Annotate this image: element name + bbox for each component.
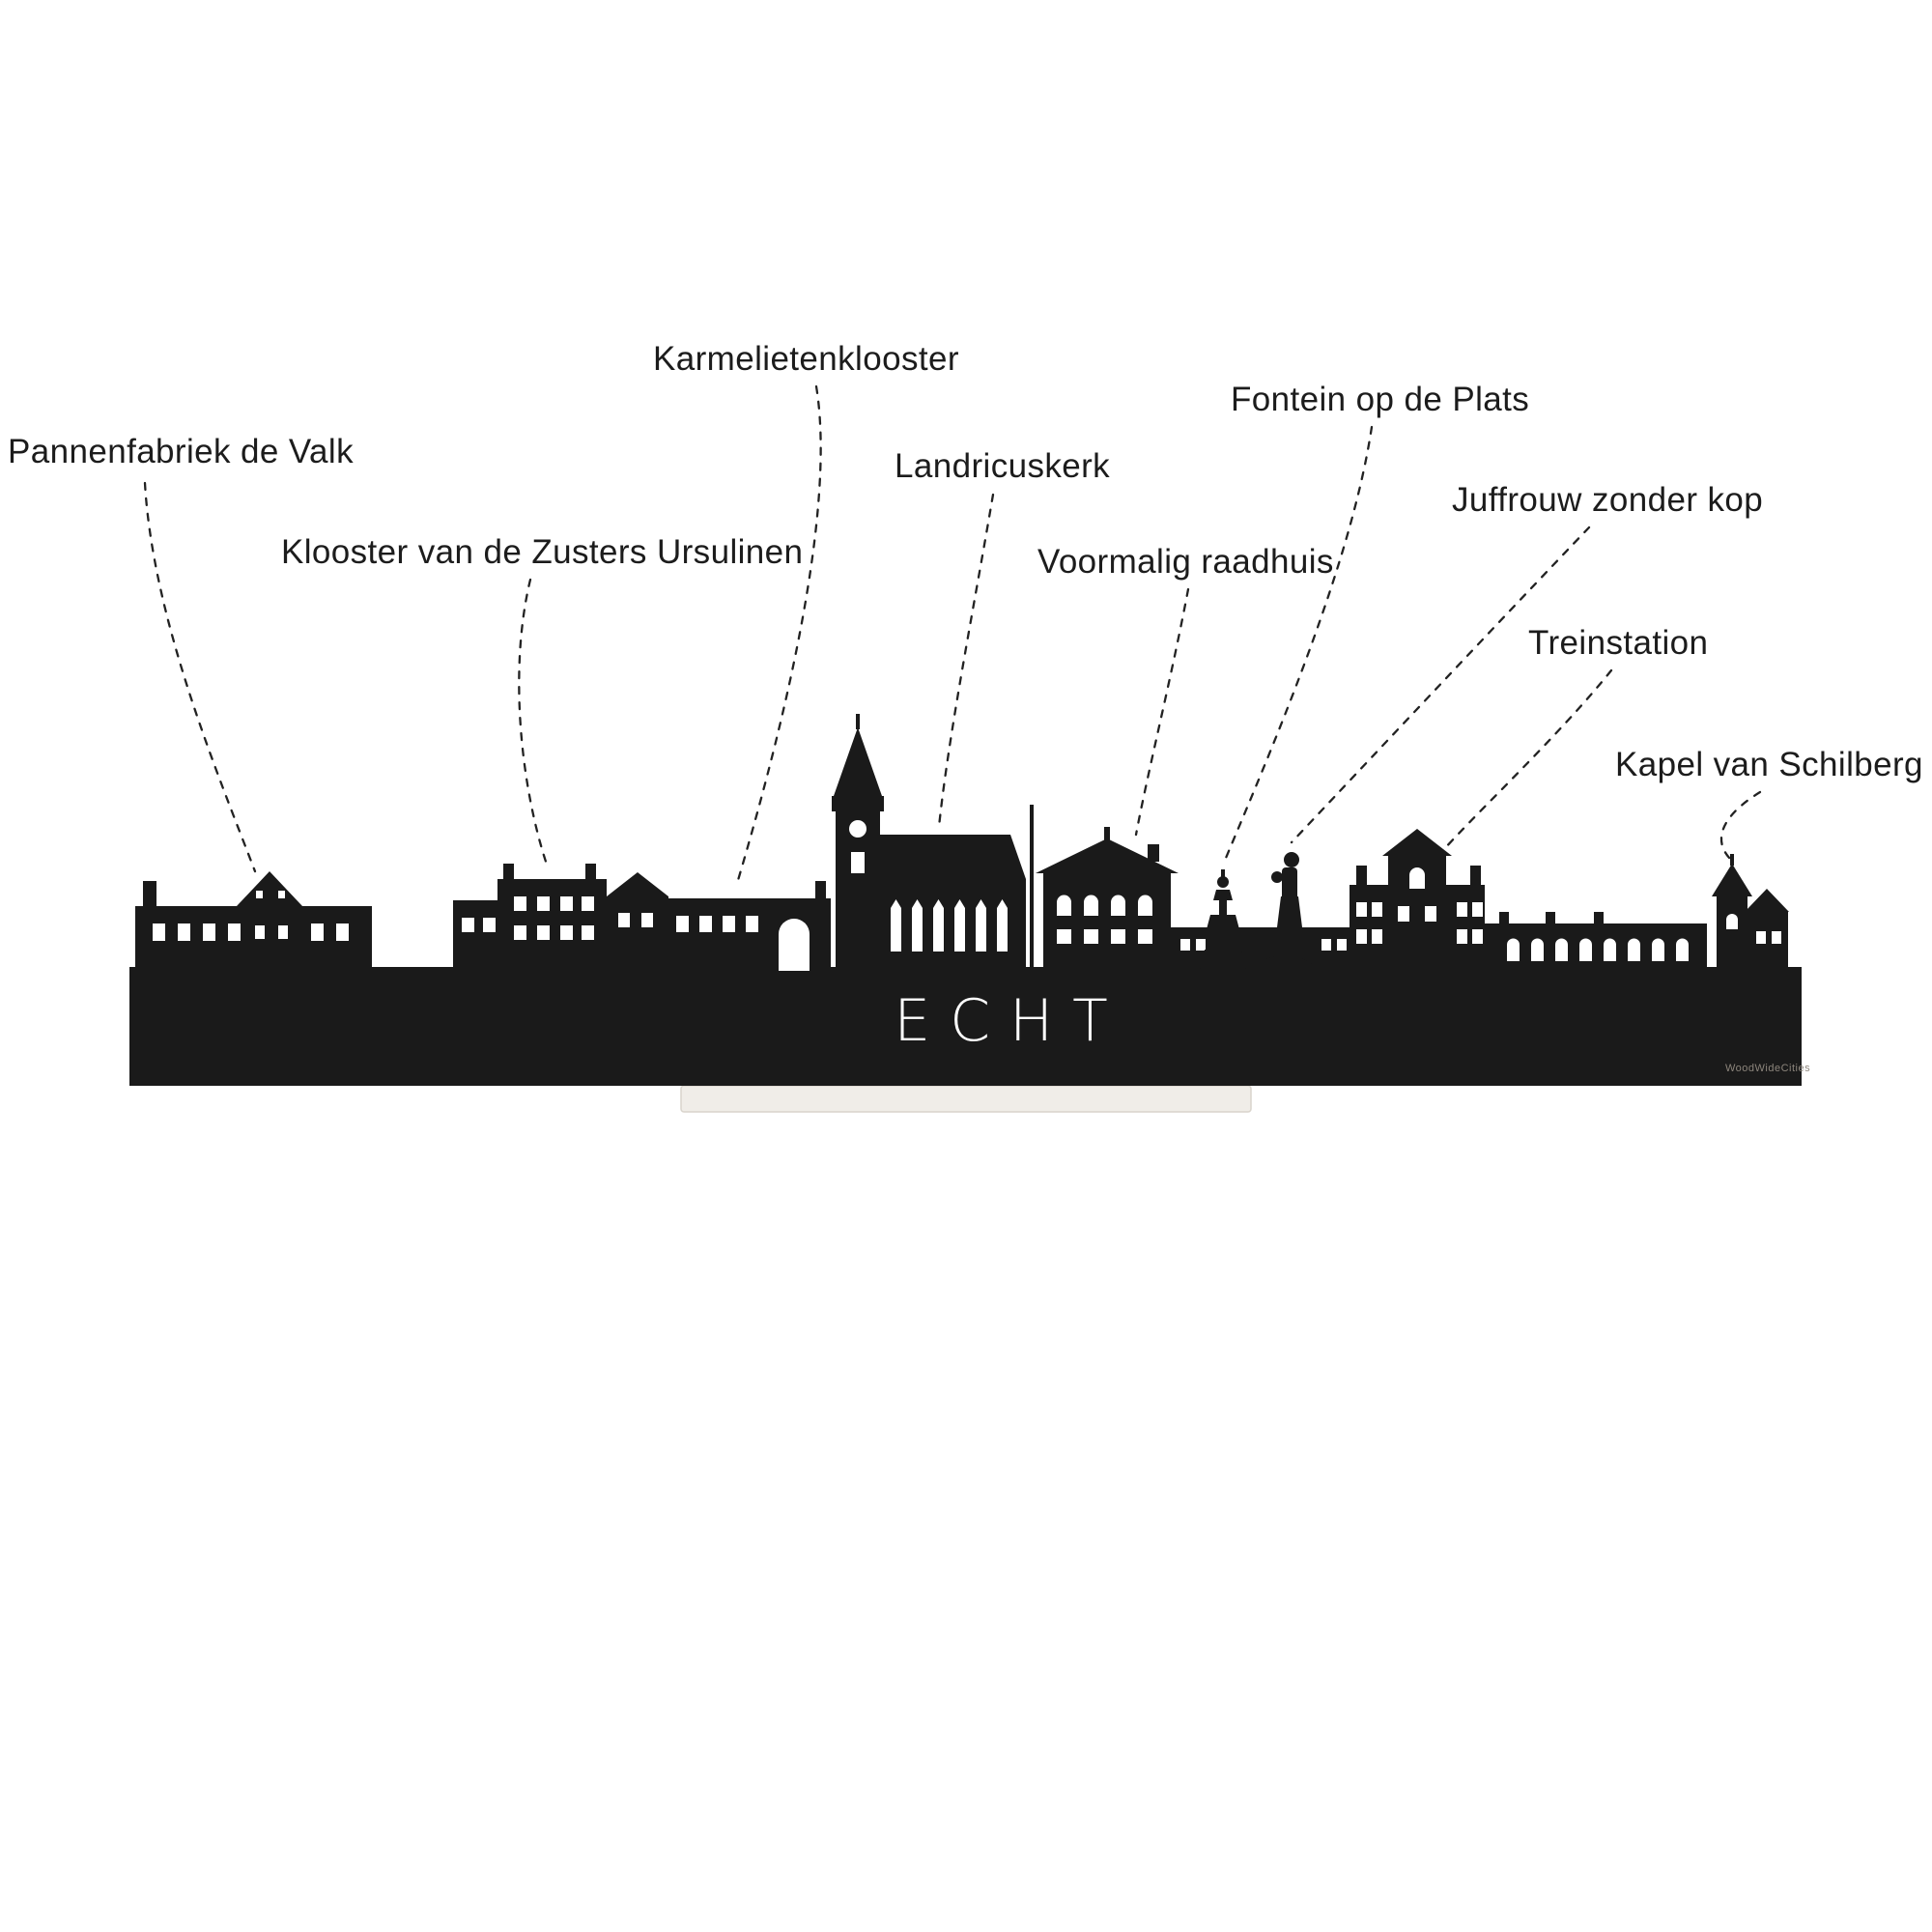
city-name: ECHT (894, 987, 1127, 1055)
building-klooster-ursulinen (453, 864, 607, 971)
leader-line-treinstation (1443, 668, 1613, 850)
leader-line-kapel (1719, 790, 1762, 862)
callout-label-karmelietenklooster: Karmelietenklooster (653, 340, 959, 378)
callout-label-klooster-ursulinen: Klooster van de Zusters Ursulinen (281, 533, 804, 571)
monument-juffrouw-zonder-kop (1249, 852, 1321, 971)
display-stand (680, 1085, 1252, 1113)
leader-line-landricuskerk (937, 493, 995, 829)
building-kapel-van-schilberg (1712, 854, 1789, 971)
leader-lines (143, 384, 1762, 889)
leader-line-karmelietenklooster (734, 384, 822, 889)
callout-label-kapel-van-schilberg: Kapel van Schilberg (1615, 746, 1923, 783)
callout-label-pannenfabriek-de-valk: Pannenfabriek de Valk (8, 433, 354, 470)
monument-fontein (1200, 869, 1246, 971)
callout-label-landricuskerk: Landricuskerk (895, 447, 1111, 485)
watermark: WoodWideCities (1725, 1063, 1811, 1074)
leader-line-voormalig-raadhuis (1134, 587, 1190, 837)
building-landricuskerk (832, 714, 1034, 971)
building-karmelietenklooster (607, 872, 831, 971)
skyline-base-band (129, 967, 1802, 1086)
leader-line-juffrouw (1290, 526, 1591, 844)
callout-label-treinstation: Treinstation (1528, 624, 1709, 662)
callout-label-fontein-op-de-plats: Fontein op de Plats (1231, 381, 1530, 418)
building-treinstation (1350, 829, 1485, 971)
leader-line-klooster-ursulinen (518, 578, 549, 867)
building-voormalig-raadhuis (1036, 827, 1179, 971)
leader-line-pannenfabriek (143, 481, 257, 873)
leader-line-fontein (1222, 425, 1374, 865)
building-pannenfabriek-de-valk (135, 871, 372, 971)
callout-label-juffrouw-zonder-kop: Juffrouw zonder kop (1452, 481, 1764, 519)
callout-label-voormalig-raadhuis: Voormalig raadhuis (1037, 543, 1334, 581)
row-houses-arched (1485, 912, 1707, 971)
